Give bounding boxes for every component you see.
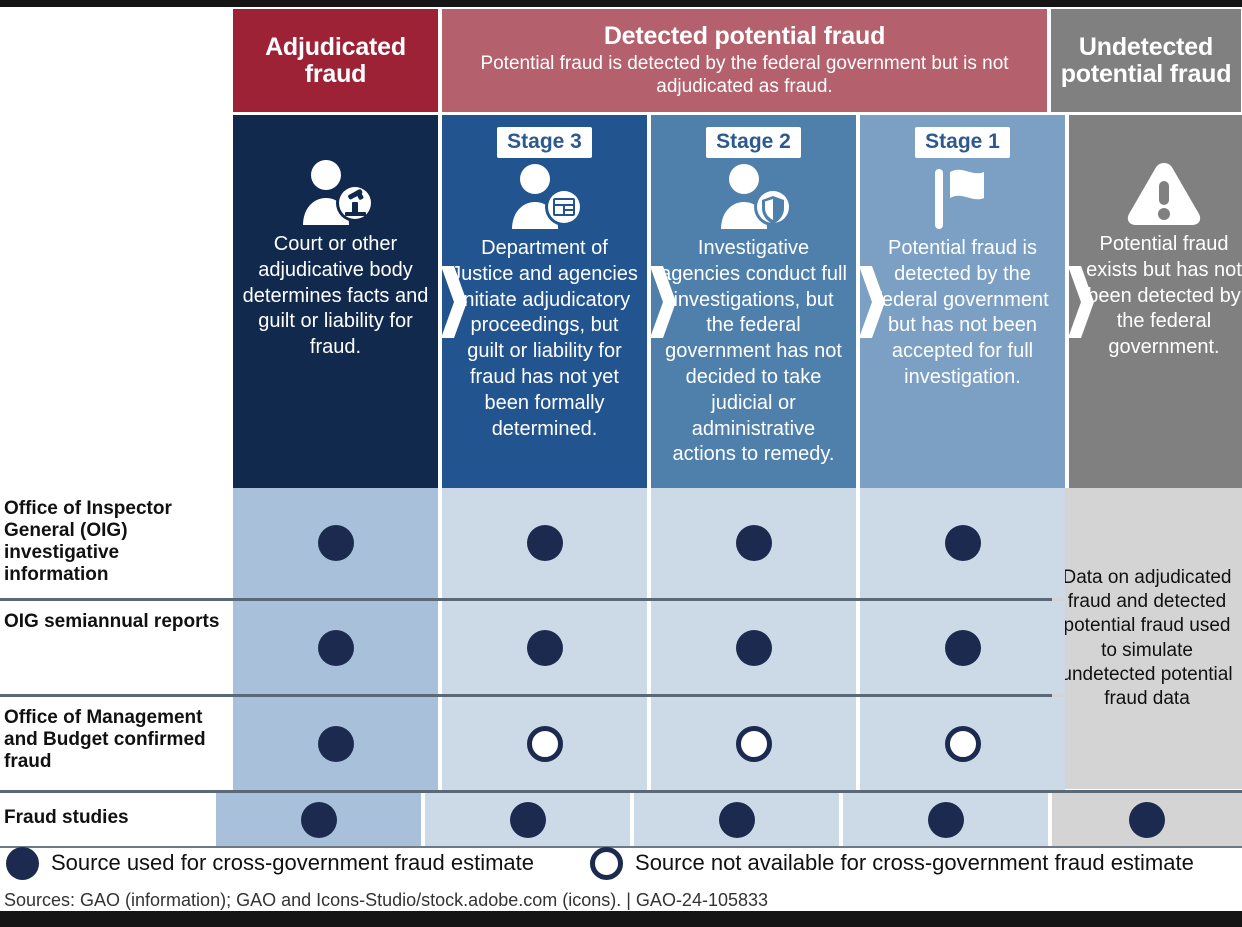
mark-filled-dot bbox=[944, 525, 981, 561]
cell-stage1[interactable] bbox=[843, 793, 1048, 846]
stage-description: Court or other adjudicative body determi… bbox=[242, 233, 429, 359]
stage-description: Potential fraud is detected by the feder… bbox=[876, 237, 1049, 388]
row-cells bbox=[216, 793, 1242, 846]
chevron-right-icon bbox=[1069, 265, 1094, 338]
mark-filled-dot bbox=[735, 629, 772, 666]
legend: Source used for cross-government fraud e… bbox=[0, 841, 1242, 885]
mark-filled-dot bbox=[944, 629, 981, 666]
table-row[interactable]: OIG semiannual reports bbox=[0, 601, 1242, 694]
table-row[interactable]: Office of Inspector General (OIG) invest… bbox=[0, 488, 1242, 598]
mark-filled-dot bbox=[526, 525, 563, 561]
row-label: Office of Management and Budget confirme… bbox=[4, 707, 206, 773]
mark-filled-dot bbox=[317, 525, 354, 561]
bottom-letterbox-bar bbox=[0, 911, 1242, 927]
legend-item-used: Source used for cross-government fraud e… bbox=[6, 846, 535, 880]
category-subtitle: Potential fraud is detected by the feder… bbox=[480, 53, 1009, 97]
row-separator bbox=[0, 694, 1242, 697]
stage-column-stage3: Stage 3 Department of Justice a bbox=[442, 115, 647, 488]
row-separator bbox=[0, 598, 1242, 601]
cell-stage2[interactable] bbox=[634, 793, 839, 846]
category-title: Adjudicated fraud bbox=[265, 32, 406, 88]
chevron-right-icon bbox=[442, 265, 467, 338]
mark-filled-dot bbox=[735, 525, 772, 561]
mark-filled-dot bbox=[1129, 801, 1165, 838]
row-separator bbox=[0, 846, 1242, 848]
mark-open-circle bbox=[526, 725, 563, 762]
mark-open-circle bbox=[944, 725, 981, 762]
stage-chip-label: Stage 3 bbox=[497, 127, 592, 158]
row-cells bbox=[233, 601, 1065, 694]
stage-description: Potential fraud exists but has not been … bbox=[1086, 233, 1242, 359]
category-title: Detected potential fraud bbox=[603, 22, 886, 51]
stage-description: Investigative agencies conduct full inve… bbox=[660, 237, 847, 466]
cell-adjudicated[interactable] bbox=[233, 488, 438, 598]
category-undetected-potential-fraud: Undetected potential fraud bbox=[1051, 9, 1241, 112]
stage-description: Department of Justice and agencies initi… bbox=[451, 237, 638, 440]
cell-adjudicated[interactable] bbox=[233, 697, 438, 790]
mark-filled-dot bbox=[526, 629, 563, 666]
cell-adjudicated[interactable] bbox=[216, 793, 421, 846]
cell-stage2[interactable] bbox=[651, 697, 856, 790]
row-label: Office of Inspector General (OIG) invest… bbox=[4, 498, 172, 586]
cell-stage3[interactable] bbox=[442, 601, 647, 694]
mark-filled-dot bbox=[718, 801, 755, 838]
table-row[interactable]: Office of Management and Budget confirme… bbox=[0, 697, 1242, 790]
row-cells bbox=[233, 697, 1065, 790]
table-row[interactable]: Fraud studies bbox=[0, 793, 1242, 846]
source-matrix: Data on adjudicated fraud and detected p… bbox=[0, 488, 1242, 848]
category-detected-potential-fraud: Detected potential fraud Potential fraud… bbox=[442, 9, 1047, 112]
legend-filled-dot-icon bbox=[6, 846, 39, 880]
cell-stage2[interactable] bbox=[651, 601, 856, 694]
category-title: Undetected potential fraud bbox=[1060, 32, 1232, 88]
cell-stage1[interactable] bbox=[860, 488, 1065, 598]
cell-adjudicated[interactable] bbox=[233, 601, 438, 694]
legend-label: Source used for cross-government fraud e… bbox=[51, 850, 535, 875]
cell-stage1[interactable] bbox=[860, 601, 1065, 694]
mark-filled-dot bbox=[317, 725, 354, 762]
legend-open-circle-icon bbox=[590, 846, 624, 880]
flag-icon bbox=[923, 162, 1003, 232]
category-header-band: Adjudicated fraud Detected potential fra… bbox=[233, 9, 1241, 112]
row-cells bbox=[233, 488, 1065, 598]
mark-filled-dot bbox=[300, 801, 337, 838]
row-label: Fraud studies bbox=[4, 807, 129, 828]
stage-column-adjudicated: Court or other adjudicative body determi… bbox=[233, 115, 438, 488]
mark-filled-dot bbox=[927, 801, 964, 838]
stage-columns-band: Court or other adjudicative body determi… bbox=[233, 115, 1242, 488]
legend-item-not-available: Source not available for cross-governmen… bbox=[590, 846, 1194, 880]
sources-note: Sources: GAO (information); GAO and Icon… bbox=[4, 890, 769, 910]
person-document-icon bbox=[502, 162, 588, 232]
stage-chip-label: Stage 2 bbox=[706, 127, 801, 158]
legend-label: Source not available for cross-governmen… bbox=[635, 850, 1194, 875]
mark-filled-dot bbox=[317, 629, 354, 666]
chevron-right-icon bbox=[860, 265, 885, 338]
row-separator bbox=[0, 790, 1242, 793]
cell-stage1[interactable] bbox=[860, 697, 1065, 790]
cell-undetected[interactable] bbox=[1052, 793, 1242, 846]
top-letterbox-bar bbox=[0, 0, 1242, 7]
mark-filled-dot bbox=[509, 801, 546, 838]
cell-stage2[interactable] bbox=[651, 488, 856, 598]
cell-stage3[interactable] bbox=[442, 697, 647, 790]
stage-column-stage1: Stage 1 Potential fraud is detected by t… bbox=[860, 115, 1065, 488]
cell-stage3[interactable] bbox=[442, 488, 647, 598]
mark-open-circle bbox=[735, 725, 772, 762]
row-label: OIG semiannual reports bbox=[4, 611, 220, 632]
cell-stage3[interactable] bbox=[425, 793, 630, 846]
undetected-note: Data on adjudicated fraud and detected p… bbox=[1052, 488, 1242, 789]
category-adjudicated-fraud: Adjudicated fraud bbox=[233, 9, 438, 112]
warning-triangle-icon bbox=[1124, 158, 1204, 228]
stage-chip-label: Stage 1 bbox=[915, 127, 1010, 158]
stage-column-stage2: Stage 2 Investigative agencies conduct f… bbox=[651, 115, 856, 488]
person-gavel-icon bbox=[293, 158, 379, 228]
person-shield-icon bbox=[711, 162, 797, 232]
stage-column-undetected: Potential fraud exists but has not been … bbox=[1069, 115, 1242, 488]
chevron-right-icon bbox=[651, 265, 676, 338]
